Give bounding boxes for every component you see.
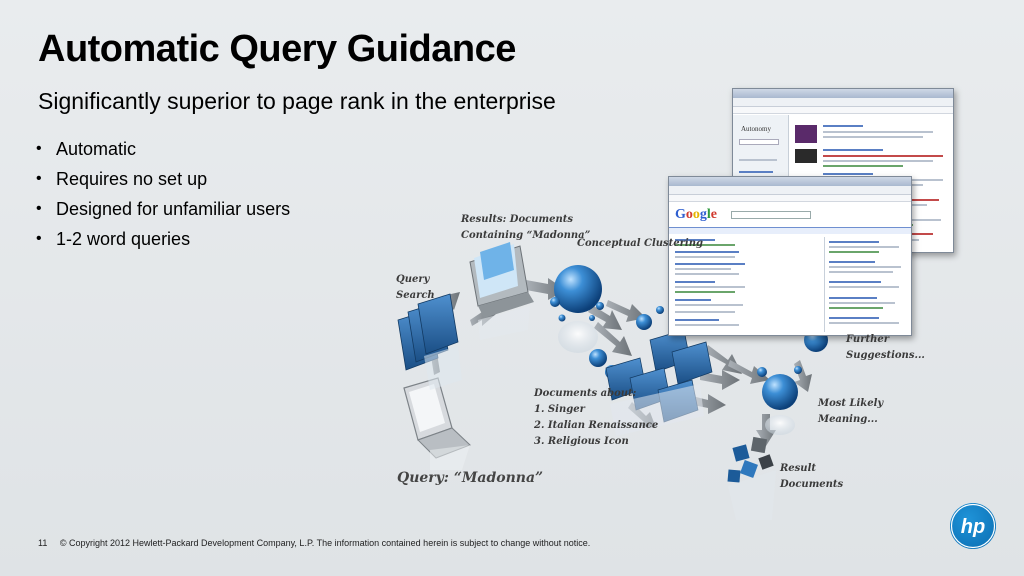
meaning-sphere-icon: [762, 374, 798, 410]
results-folder-icon: [470, 242, 534, 340]
autonomy-logo: Autonomy: [741, 125, 771, 133]
label-most-likely-meaning: Most Likely Meaning...: [818, 396, 883, 428]
page-number: 11: [38, 538, 47, 548]
hp-logo-text: hp: [961, 516, 985, 538]
google-browser-screenshot: Google: [668, 176, 912, 336]
window-titlebar: [669, 177, 911, 186]
cluster-sphere-icon: [554, 265, 602, 313]
label-further-suggestions: Further Suggestions...: [846, 332, 925, 364]
footer: 11 © Copyright 2012 Hewlett-Packard Deve…: [38, 538, 590, 548]
copyright-text: © Copyright 2012 Hewlett-Packard Develop…: [60, 538, 590, 548]
window-titlebar: [733, 89, 953, 98]
laptop-icon: [404, 378, 470, 470]
label-query-search: Query Search: [396, 272, 435, 304]
browser-toolbar: [669, 186, 911, 195]
label-conceptual-clustering: Conceptual Clustering: [577, 236, 703, 252]
hp-logo-icon: hp: [950, 503, 996, 549]
address-bar: [669, 195, 911, 202]
label-results-documents: Results: Documents Containing “Madonna”: [461, 212, 590, 244]
label-result-documents: Result Documents: [780, 461, 843, 493]
label-documents-about: Documents about: 1. Singer 2. Italian Re…: [534, 386, 658, 450]
label-query-madonna: Query: “Madonna”: [397, 470, 543, 486]
query-folders-icon: [398, 294, 462, 390]
result-cubes-icon: [727, 437, 776, 520]
browser-toolbar: [733, 98, 953, 107]
google-logo: Google: [675, 207, 717, 223]
address-bar: [733, 107, 953, 114]
